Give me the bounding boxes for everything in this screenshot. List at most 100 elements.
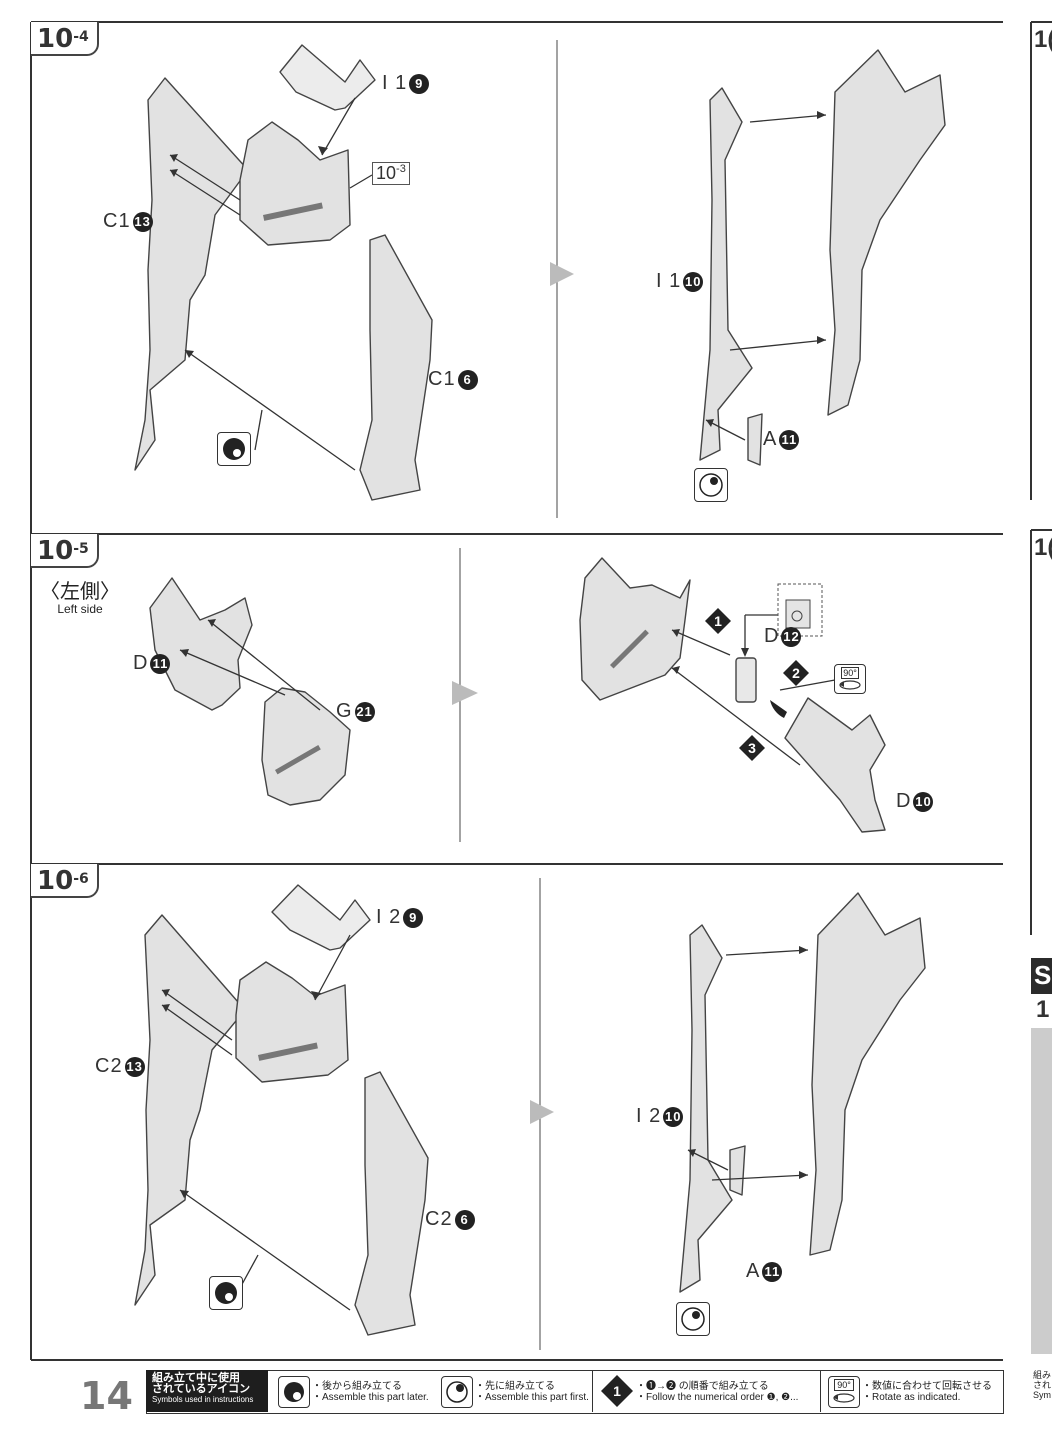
part-code: I 2 <box>376 906 402 928</box>
step-sub: -4 <box>73 29 89 45</box>
edge-step-label: 1( <box>1034 534 1052 561</box>
page-number: 14 <box>80 1374 133 1418</box>
part-num: 12 <box>781 626 802 647</box>
step-num: 10 <box>37 866 74 896</box>
rotate-label: 90° <box>841 667 859 679</box>
part-num: 10 <box>913 791 934 812</box>
part-num: 21 <box>354 701 375 722</box>
step-sub: -5 <box>73 541 89 557</box>
step-num: 10 <box>37 536 74 566</box>
assemble-later-icon <box>217 432 251 466</box>
part-num: 13 <box>132 211 153 232</box>
footer-title-en: Symbols used in instructions <box>152 1395 254 1404</box>
legend-order: ・❶→❷ の順番で組み立てる ・Follow the numerical ord… <box>636 1381 798 1403</box>
footer-title-jp: 組み立て中に使用 されているアイコン <box>152 1372 251 1395</box>
part-num: 6 <box>454 1209 475 1230</box>
part-code: C2 <box>95 1055 123 1077</box>
part-num: 11 <box>779 429 800 450</box>
edge-step-label: 1( <box>1034 26 1052 53</box>
legend-first: ・先に組み立てる ・Assemble this part first. <box>475 1381 589 1403</box>
legend-order-en: ・Follow the numerical order ❶, ❷... <box>636 1392 799 1403</box>
assemble-first-icon <box>676 1302 710 1336</box>
side-label-jp: 〈左側〉 <box>40 579 120 603</box>
assemble-later-icon <box>209 1276 243 1310</box>
legend-rotate-jp: ・数値に合わせて回転させる <box>862 1381 992 1392</box>
part-num: 9 <box>409 73 430 94</box>
order-num-1: 1 <box>714 613 722 629</box>
part-num: 11 <box>150 653 171 674</box>
order-diamond-2 <box>783 660 809 686</box>
order-diamond-1 <box>705 608 731 634</box>
rotate-icon-label: 90° <box>834 1379 854 1391</box>
part-num: 10 <box>683 271 704 292</box>
assemble-first-icon <box>694 468 728 502</box>
assemble-first-icon <box>441 1376 473 1408</box>
step-num: 10 <box>37 24 74 54</box>
edge-footer-text: 組み され Sym <box>1033 1370 1052 1400</box>
step-label-10-5: 10-5 <box>31 534 99 568</box>
ref-num: 10 <box>376 163 397 183</box>
step-label-10-6: 10-6 <box>31 864 99 898</box>
edge-section-letter: S <box>1034 960 1052 990</box>
step-sub: -6 <box>73 871 89 887</box>
part-code: D <box>764 625 780 647</box>
part-code: I 1 <box>382 72 408 94</box>
legend-rotate-en: ・Rotate as indicated. <box>862 1392 961 1403</box>
part-code: G <box>336 700 353 722</box>
assemble-later-icon <box>278 1376 310 1408</box>
ref-10-3: 10-3 <box>372 162 410 185</box>
part-code: C2 <box>425 1208 453 1230</box>
legend-later: ・後から組み立てる ・Assemble this part later. <box>312 1381 429 1403</box>
step-label-10-4: 10-4 <box>31 22 99 56</box>
part-code: I 2 <box>636 1105 662 1127</box>
legend-later-en: ・Assemble this part later. <box>312 1392 429 1403</box>
order-num-3: 3 <box>748 740 756 756</box>
rotate-icon: 90° <box>834 664 866 694</box>
part-code: C1 <box>103 210 131 232</box>
legend-first-jp: ・先に組み立てる <box>475 1381 555 1392</box>
part-num: 6 <box>457 369 478 390</box>
ref-sub: -3 <box>396 163 406 175</box>
legend-rotate: ・数値に合わせて回転させる ・Rotate as indicated. <box>862 1381 992 1403</box>
side-label-en: Left side <box>57 602 103 616</box>
order-num-2: 2 <box>792 665 800 681</box>
part-num: 11 <box>762 1261 783 1282</box>
part-code: I 1 <box>656 270 682 292</box>
part-code: A <box>763 428 778 450</box>
order-diamond-icon: 1 <box>601 1375 633 1407</box>
part-code: A <box>746 1260 761 1282</box>
part-code: C1 <box>428 368 456 390</box>
part-code: D <box>896 790 912 812</box>
part-num: 13 <box>124 1056 145 1077</box>
part-code: D <box>133 652 149 674</box>
part-num: 10 <box>663 1106 684 1127</box>
edge-step-num: 1 <box>1036 996 1050 1023</box>
legend-divider <box>592 1370 593 1412</box>
legend-divider <box>820 1370 821 1412</box>
rotate-icon: 90° <box>828 1376 860 1408</box>
order-diamond-3 <box>739 735 765 761</box>
legend-later-jp: ・後から組み立てる <box>312 1381 402 1392</box>
side-label: 〈左側〉 Left side <box>40 575 120 616</box>
legend-order-jp: ・❶→❷ の順番で組み立てる <box>636 1381 769 1392</box>
order-icon-num: 1 <box>613 1383 621 1399</box>
legend-first-en: ・Assemble this part first. <box>475 1392 589 1403</box>
part-num: 9 <box>403 907 424 928</box>
